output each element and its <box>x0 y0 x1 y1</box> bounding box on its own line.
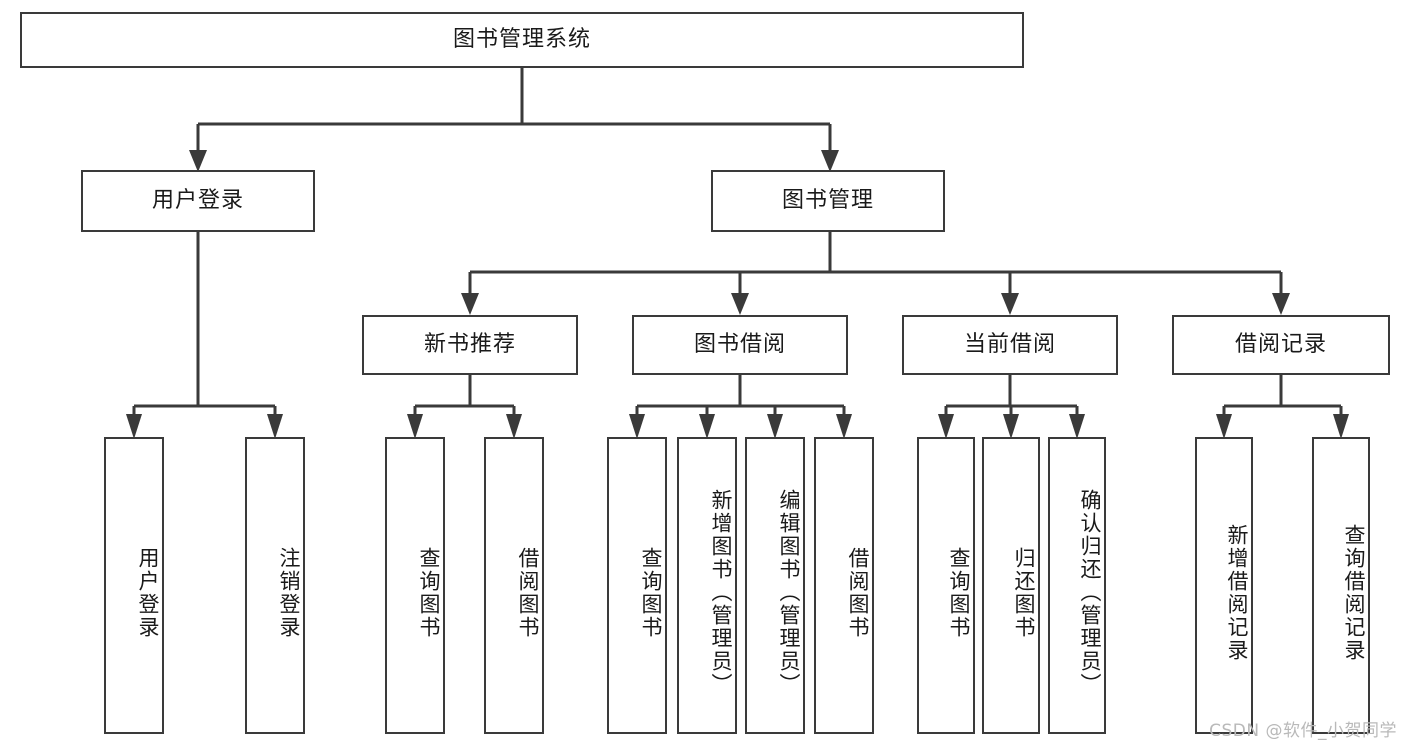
node-label: 查询图书 <box>417 546 441 639</box>
leaf-new-book-query-book[interactable]: 查询图书 <box>385 437 445 734</box>
node-root-book-management-system[interactable]: 图书管理系统 <box>20 12 1024 68</box>
leaf-book-borrow-edit-book-admin[interactable]: 编辑图书（管理员） <box>745 437 805 734</box>
leaf-borrow-record-query-record[interactable]: 查询借阅记录 <box>1312 437 1370 734</box>
node-borrow-record[interactable]: 借阅记录 <box>1172 315 1390 375</box>
node-label: 借阅记录 <box>1234 331 1327 357</box>
node-label: 查询借阅记录 <box>1342 523 1366 662</box>
leaf-new-book-borrow-book[interactable]: 借阅图书 <box>484 437 544 734</box>
node-label: 借阅图书 <box>516 546 540 639</box>
leaf-book-borrow-query-book[interactable]: 查询图书 <box>607 437 667 734</box>
leaf-borrow-record-add-record[interactable]: 新增借阅记录 <box>1195 437 1253 734</box>
node-current-borrow[interactable]: 当前借阅 <box>902 315 1118 375</box>
leaf-user-login-login[interactable]: 用户登录 <box>104 437 164 734</box>
node-book-management[interactable]: 图书管理 <box>711 170 945 232</box>
node-label: 编辑图书（管理员） <box>777 489 801 696</box>
node-label: 查询图书 <box>639 546 663 639</box>
leaf-current-borrow-confirm-return-admin[interactable]: 确认归还（管理员） <box>1048 437 1106 734</box>
node-label: 注销登录 <box>277 546 301 639</box>
csdn-watermark: CSDN @软件_小贺同学 <box>1209 721 1397 741</box>
node-label: 新增图书（管理员） <box>709 489 733 696</box>
node-label: 借阅图书 <box>846 546 870 639</box>
node-label: 确认归还（管理员） <box>1078 489 1102 696</box>
node-label: 用户登录 <box>151 187 244 213</box>
node-label: 图书借阅 <box>693 331 786 357</box>
node-label: 当前借阅 <box>963 331 1056 357</box>
node-label: 新增借阅记录 <box>1225 523 1249 662</box>
node-book-borrow[interactable]: 图书借阅 <box>632 315 848 375</box>
node-label: 归还图书 <box>1012 546 1036 639</box>
node-label: 图书管理 <box>781 187 874 213</box>
leaf-current-borrow-return-book[interactable]: 归还图书 <box>982 437 1040 734</box>
leaf-book-borrow-add-book-admin[interactable]: 新增图书（管理员） <box>677 437 737 734</box>
node-user-login[interactable]: 用户登录 <box>81 170 315 232</box>
node-label: 新书推荐 <box>423 331 516 357</box>
node-label: 查询图书 <box>947 546 971 639</box>
node-new-book-recommend[interactable]: 新书推荐 <box>362 315 578 375</box>
leaf-current-borrow-query-book[interactable]: 查询图书 <box>917 437 975 734</box>
node-label: 图书管理系统 <box>452 26 591 52</box>
leaf-user-login-logout[interactable]: 注销登录 <box>245 437 305 734</box>
leaf-book-borrow-borrow-book[interactable]: 借阅图书 <box>814 437 874 734</box>
node-label: 用户登录 <box>136 546 160 639</box>
